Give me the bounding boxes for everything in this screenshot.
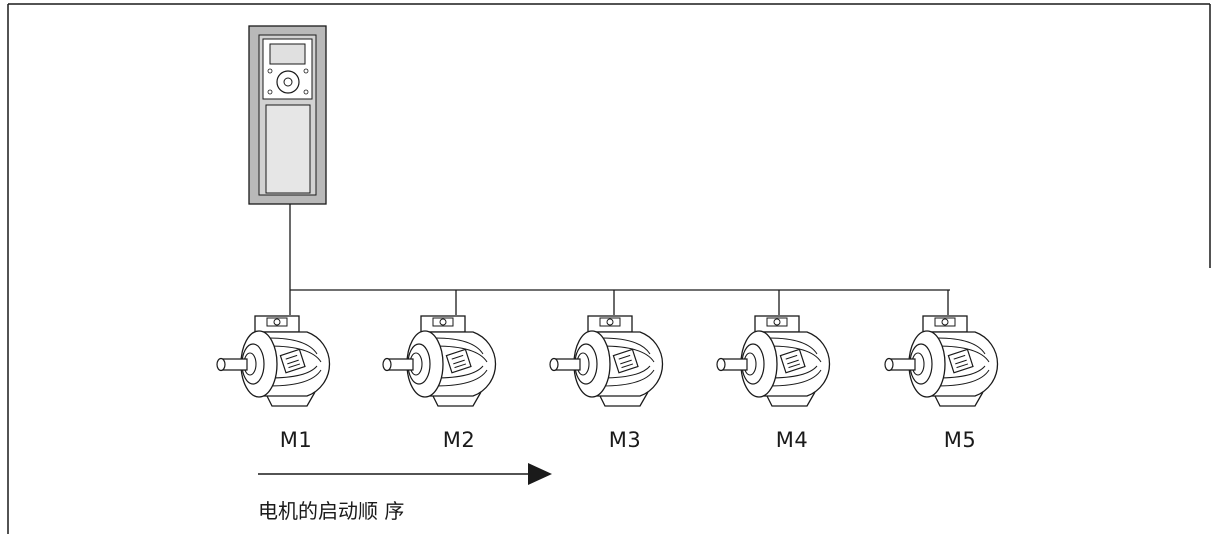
motor-label-m1: M1 bbox=[279, 428, 313, 452]
motor-label-m2: M2 bbox=[442, 428, 476, 452]
motor-4-icon bbox=[716, 315, 831, 407]
frequency-converter-icon bbox=[248, 25, 327, 205]
power-bus bbox=[289, 204, 950, 315]
motor-label-m4: M4 bbox=[775, 428, 809, 452]
motor-label-m5: M5 bbox=[943, 428, 977, 452]
start-order-caption: 电机的启动顺 序 bbox=[258, 499, 405, 523]
motor-3-icon bbox=[549, 315, 664, 407]
motor-1-icon bbox=[216, 315, 331, 407]
motor-2-icon bbox=[382, 315, 497, 407]
motor-label-m3: M3 bbox=[608, 428, 642, 452]
motor-5-icon bbox=[884, 315, 999, 407]
start-order-arrow bbox=[258, 463, 552, 485]
